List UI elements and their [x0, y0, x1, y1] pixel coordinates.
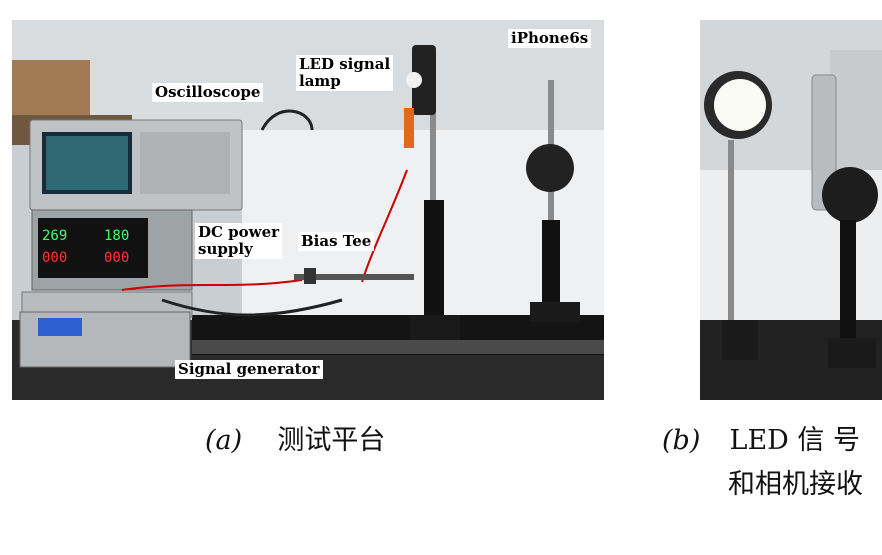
test-platform-scene: 269 180 000 000 — [12, 20, 604, 400]
test-platform-photo: 269 180 000 000 — [12, 20, 604, 400]
psu-readout-bottom-right: 000 — [104, 250, 129, 266]
caption-b-text-line1: LED 信 号 — [729, 425, 860, 456]
led-camera-scene — [700, 20, 882, 400]
oscilloscope-label: Oscilloscope — [152, 83, 264, 102]
dc-power-supply-label: DC power supply — [195, 223, 283, 259]
psu-readout-top-left: 269 — [42, 228, 67, 244]
caption-a-tag: (a) — [205, 425, 243, 456]
led-signal-lamp-label: LED signal lamp — [296, 55, 394, 91]
caption-b-tag: (b) — [662, 425, 701, 456]
caption-a-text: 测试平台 — [277, 425, 386, 456]
iphone-label: iPhone6s — [508, 29, 592, 48]
bias-tee-label: Bias Tee — [298, 232, 375, 251]
caption-b-line1: (b) LED 信 号 — [662, 418, 860, 457]
led-lamp-device — [412, 45, 436, 115]
psu-readout-bottom-left: 000 — [42, 250, 67, 266]
psu-readout-top-right: 180 — [104, 228, 129, 244]
caption-a: (a) 测试平台 — [205, 418, 385, 457]
led-camera-photo — [700, 20, 882, 400]
iphone-mount-device — [526, 144, 574, 192]
signal-generator-label: Signal generator — [175, 360, 323, 379]
caption-b-text-line2: 和相机接收 — [728, 469, 863, 500]
